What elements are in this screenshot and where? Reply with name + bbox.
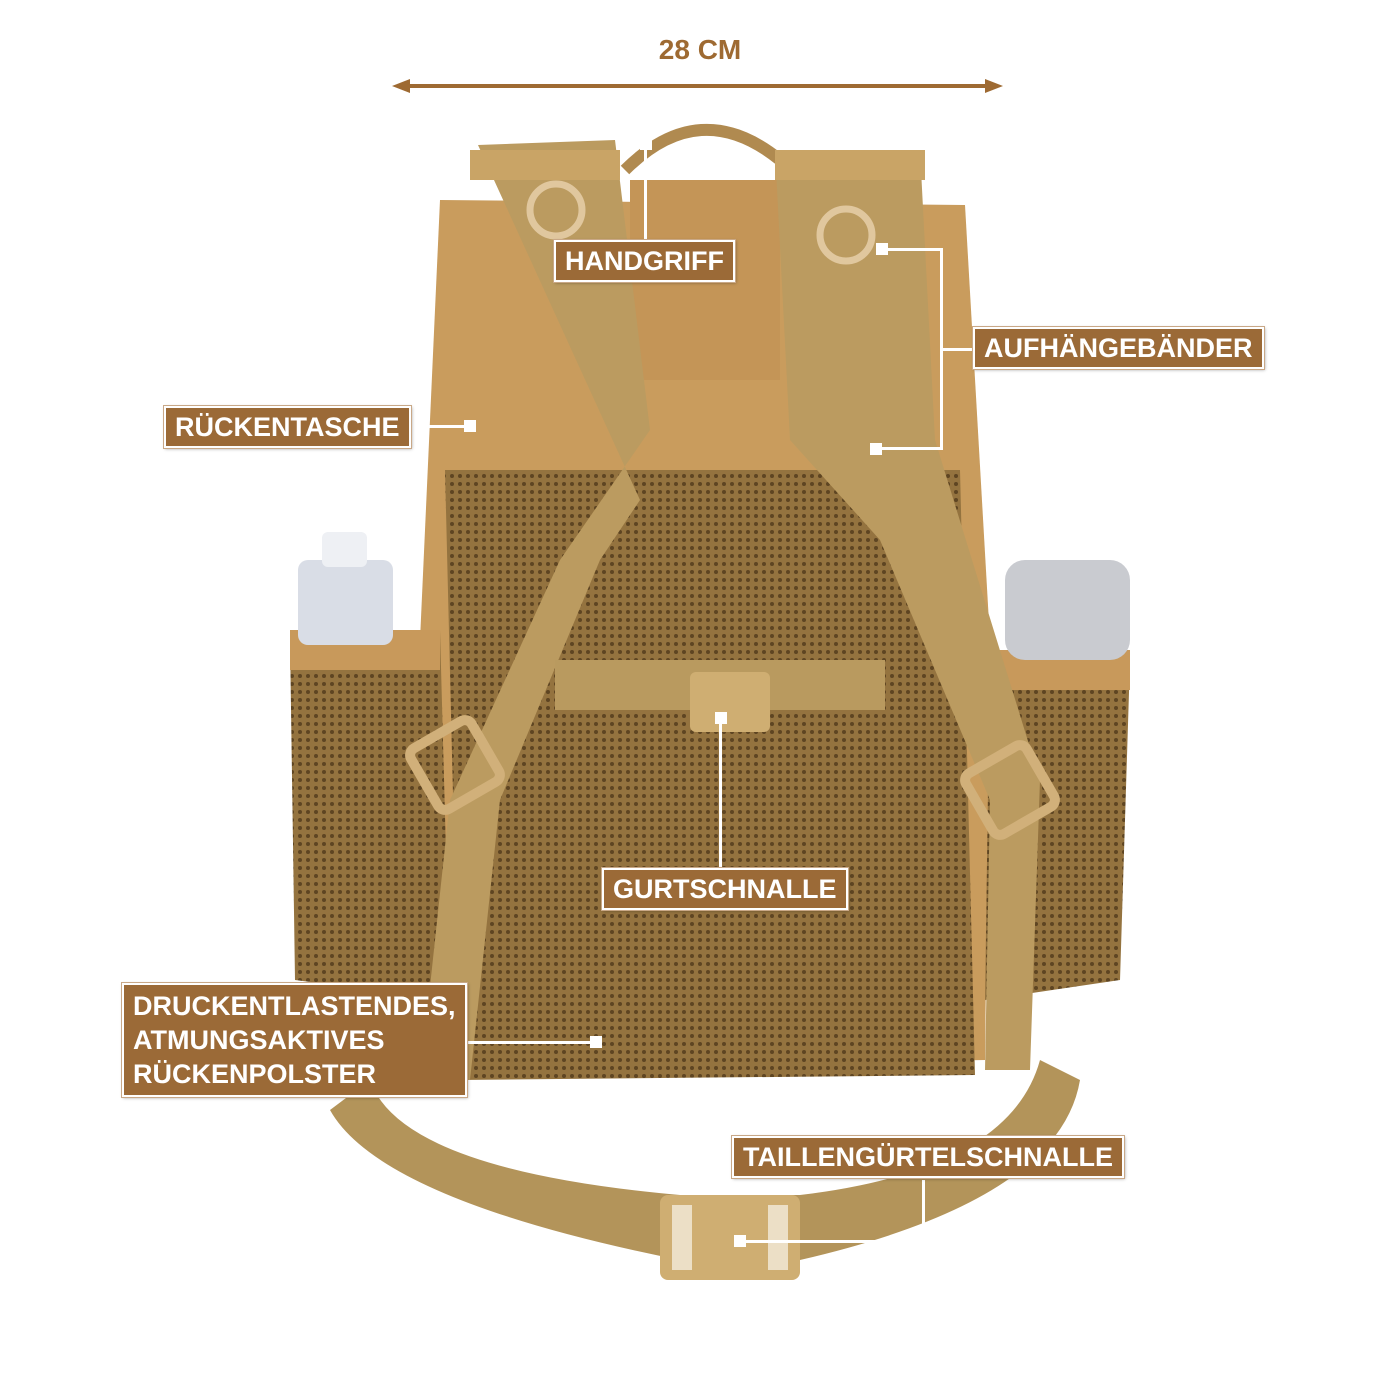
label-line: DRUCKENTLASTENDES, [133,991,456,1021]
label-rueckentasche: RÜCKENTASCHE [163,405,412,449]
d-ring-left [526,180,586,240]
leader-dot [870,443,882,455]
leader-line-taillenguertel [922,1180,925,1242]
shoulder-strap-left [420,140,650,1080]
sternum-buckle [690,672,770,732]
leader-line-gurtschnalle [719,718,722,870]
width-dimension-label: 28 CM [658,34,742,65]
leader-line-aufhaengebaender [876,447,942,450]
leader-dot [734,1235,746,1247]
waist-belt [330,1060,1080,1260]
back-padding [445,470,975,1080]
dimension-arrow [392,79,1003,93]
label-gurtschnalle: GURTSCHNALLE [601,867,849,911]
label-handgriff: HANDGRIFF [553,239,736,283]
d-ring-right [816,205,876,265]
waist-buckle [660,1195,800,1280]
leader-dot [590,1036,602,1048]
label-taillenguertelschnalle: TAILLENGÜRTELSCHNALLE [731,1135,1125,1179]
leader-dot [640,138,652,150]
shoulder-strap-right [775,150,1040,1070]
label-aufhaengebaender: AUFHÄNGEBÄNDER [972,326,1265,370]
water-bottle-right [1005,560,1130,660]
leader-line-handgriff [644,145,647,240]
leader-dot [715,712,727,724]
label-line: ATMUNGSAKTIVES [133,1025,385,1055]
label-rueckenpolster: DRUCKENTLASTENDES, ATMUNGSAKTIVES RÜCKEN… [121,982,468,1098]
leader-line-rueckentasche [395,425,470,428]
side-pocket-left [290,630,450,1000]
leader-line-aufhaengebaender [880,248,942,251]
leader-dot [464,420,476,432]
handle [620,124,784,175]
leader-line-taillenguertel [740,1240,925,1243]
leader-dot [876,243,888,255]
label-line: RÜCKENPOLSTER [133,1059,377,1089]
water-bottle-left [298,560,393,645]
leader-line-rueckenpolster [446,1041,596,1044]
leader-line-aufhaengebaender [940,348,975,351]
